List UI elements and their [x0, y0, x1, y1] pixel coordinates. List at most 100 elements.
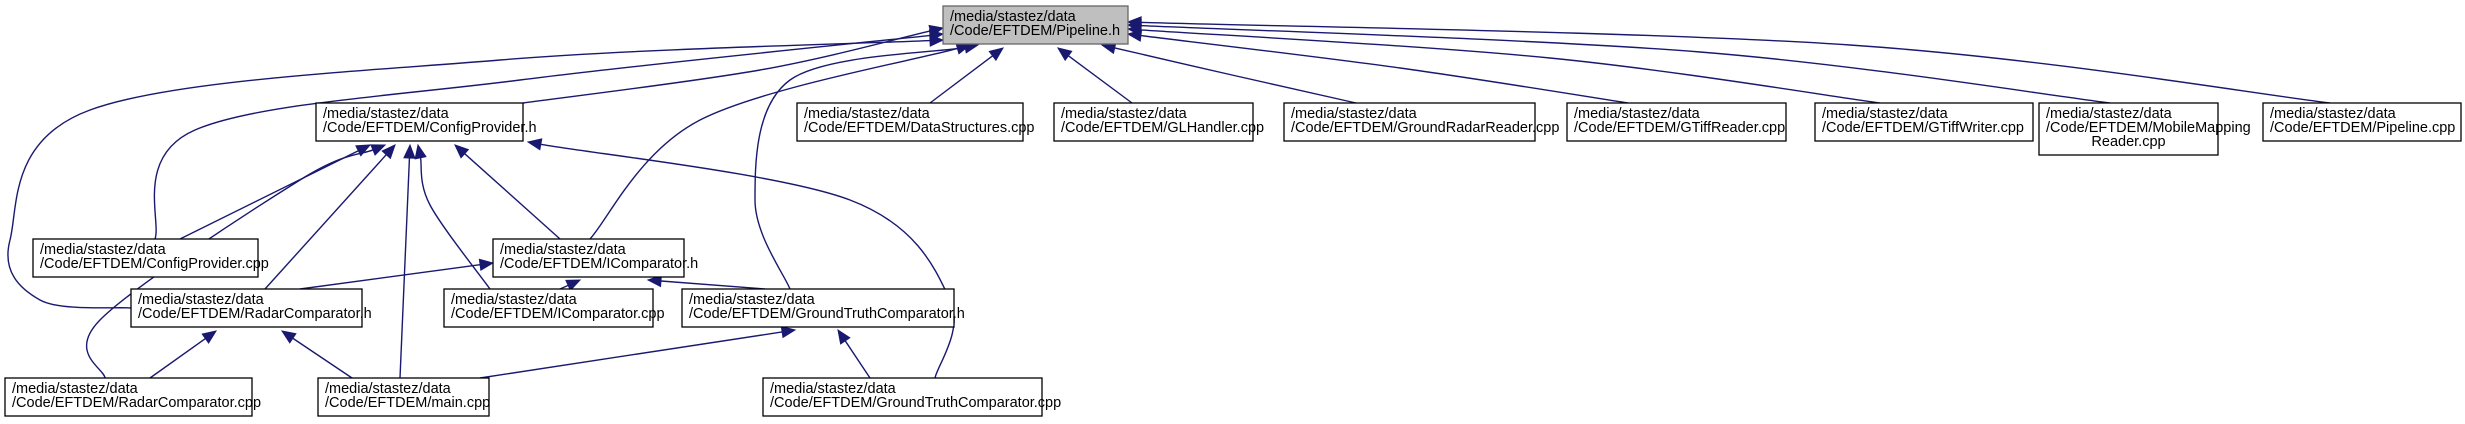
node-label-line: /Code/EFTDEM/GroundTruthComparator.cpp	[770, 395, 1061, 411]
edge-line	[1114, 47, 1357, 104]
node-configprovider_h[interactable]: /media/stastez/data/Code/EFTDEM/ConfigPr…	[315, 102, 537, 142]
node-label-line: /media/stastez/data	[950, 9, 1077, 25]
edge-line	[1140, 24, 2111, 104]
node-label-line: /media/stastez/data	[2270, 106, 2397, 122]
edge-line	[1140, 34, 1629, 104]
edge-groundtruthcomparator_h-to-icomparator_h	[646, 274, 766, 290]
node-label-line: /media/stastez/data	[1822, 106, 1949, 122]
node-box[interactable]	[130, 288, 363, 328]
node-label-line: Reader.cpp	[2091, 134, 2165, 150]
node-box[interactable]	[1053, 102, 1254, 142]
node-label-line: /Code/EFTDEM/MobileMapping	[2046, 120, 2251, 136]
edge-mobilemapping_cpp-to-pipeline_h	[1126, 19, 2111, 104]
node-label-line: /media/stastez/data	[770, 381, 897, 397]
node-box[interactable]	[1814, 102, 2034, 142]
edge-icomparator_h-to-configprovider_h	[454, 144, 561, 240]
edge-radarcomparator_h-to-configprovider_h	[264, 144, 396, 290]
edge-line	[179, 150, 359, 240]
node-radarcomparator_h[interactable]: /media/stastez/data/Code/EFTDEM/RadarCom…	[130, 288, 372, 328]
node-configprovider_cpp[interactable]: /media/stastez/data/Code/EFTDEM/ConfigPr…	[32, 238, 269, 278]
edge-line	[292, 337, 353, 379]
edge-arrowhead	[201, 330, 218, 344]
edge-line	[419, 157, 491, 290]
edge-line	[299, 264, 481, 290]
edge-configprovider_cpp-to-configprovider_h	[179, 144, 372, 240]
node-box[interactable]	[2038, 102, 2219, 156]
node-label-line: /media/stastez/data	[323, 106, 450, 122]
edge-arrowhead	[1056, 47, 1073, 62]
node-box[interactable]	[1566, 102, 1787, 142]
node-box[interactable]	[443, 288, 654, 328]
edge-arrowhead	[403, 143, 416, 159]
node-pipeline_h[interactable]: /media/stastez/data/Code/EFTDEM/Pipeline…	[942, 5, 1129, 45]
edge-icomparator_cpp-to-configprovider_h	[414, 143, 491, 290]
node-label-line: /Code/EFTDEM/RadarComparator.cpp	[12, 395, 261, 411]
edge-line	[464, 153, 561, 240]
edge-arrowhead	[988, 47, 1005, 62]
edge-main_cpp-to-groundtruthcomparator_h	[479, 325, 797, 379]
node-label-line: /Code/EFTDEM/GLHandler.cpp	[1061, 120, 1264, 136]
node-box[interactable]	[1283, 102, 1536, 142]
node-label-line: /Code/EFTDEM/ConfigProvider.h	[323, 120, 537, 136]
node-label-line: /media/stastez/data	[804, 106, 931, 122]
node-icomparator_cpp[interactable]: /media/stastez/data/Code/EFTDEM/ICompara…	[443, 288, 665, 328]
nodes-layer: /media/stastez/data/Code/EFTDEM/Pipeline…	[4, 5, 2462, 417]
node-radarcomparator_cpp[interactable]: /media/stastez/data/Code/EFTDEM/RadarCom…	[4, 377, 261, 417]
edge-line	[844, 340, 871, 379]
node-label-line: /Code/EFTDEM/DataStructures.cpp	[804, 120, 1034, 136]
node-label-line: /Code/EFTDEM/Pipeline.cpp	[2270, 120, 2455, 136]
edge-line	[479, 331, 783, 379]
node-groundradarreader_cpp[interactable]: /media/stastez/data/Code/EFTDEM/GroundRa…	[1283, 102, 1559, 142]
edge-line	[1068, 55, 1133, 104]
node-box[interactable]	[2262, 102, 2462, 142]
edge-gtiffwriter_cpp-to-pipeline_h	[1126, 23, 1881, 104]
node-datastructures_cpp[interactable]: /media/stastez/data/Code/EFTDEM/DataStru…	[796, 102, 1034, 142]
node-box[interactable]	[317, 377, 490, 417]
node-groundtruthcomparator_cpp[interactable]: /media/stastez/data/Code/EFTDEM/GroundTr…	[762, 377, 1061, 417]
node-box[interactable]	[4, 377, 253, 417]
node-box[interactable]	[492, 238, 685, 278]
edge-arrowhead	[355, 144, 372, 157]
node-gtiffreader_cpp[interactable]: /media/stastez/data/Code/EFTDEM/GTiffRea…	[1566, 102, 1787, 142]
node-label-line: /Code/EFTDEM/Pipeline.h	[950, 23, 1120, 39]
edge-line	[660, 280, 766, 290]
node-gtiffwriter_cpp[interactable]: /media/stastez/data/Code/EFTDEM/GTiffWri…	[1814, 102, 2034, 142]
node-label-line: /media/stastez/data	[40, 242, 167, 258]
edge-line	[589, 47, 958, 240]
node-box[interactable]	[681, 288, 955, 328]
edge-arrowhead	[780, 325, 797, 339]
node-box[interactable]	[315, 102, 524, 142]
edge-radarcomparator_h-to-pipeline_h	[7, 34, 945, 309]
node-box[interactable]	[32, 238, 259, 278]
edge-pipeline_cpp-to-pipeline_h	[1126, 16, 2331, 104]
edge-arrowhead	[280, 330, 297, 344]
edge-line	[7, 39, 931, 309]
edge-configprovider_h-to-pipeline_h	[522, 24, 945, 104]
edge-main_cpp-to-configprovider_h	[399, 143, 416, 379]
edge-arrowhead	[929, 34, 945, 47]
edge-line	[149, 337, 206, 379]
edges-layer	[7, 16, 2331, 379]
edge-line	[399, 157, 411, 379]
node-label-line: /Code/EFTDEM/main.cpp	[325, 395, 490, 411]
node-pipeline_cpp[interactable]: /media/stastez/data/Code/EFTDEM/Pipeline…	[2262, 102, 2462, 142]
node-label-line: /Code/EFTDEM/GTiffWriter.cpp	[1822, 120, 2024, 136]
node-label-line: /media/stastez/data	[689, 292, 816, 308]
node-icomparator_h[interactable]: /media/stastez/data/Code/EFTDEM/ICompara…	[492, 238, 698, 278]
edge-arrowhead	[478, 258, 495, 272]
edge-arrowhead	[1126, 16, 1142, 29]
node-box[interactable]	[796, 102, 1024, 142]
node-box[interactable]	[762, 377, 1043, 417]
node-glhandler_cpp[interactable]: /media/stastez/data/Code/EFTDEM/GLHandle…	[1053, 102, 1264, 142]
edge-main_cpp-to-radarcomparator_h	[280, 330, 353, 379]
node-main_cpp[interactable]: /media/stastez/data/Code/EFTDEM/main.cpp	[317, 377, 490, 417]
node-groundtruthcomparator_h[interactable]: /media/stastez/data/Code/EFTDEM/GroundTr…	[681, 288, 965, 328]
node-label-line: /Code/EFTDEM/IComparator.h	[500, 256, 698, 272]
node-label-line: /Code/EFTDEM/RadarComparator.h	[138, 306, 372, 322]
node-label-line: /media/stastez/data	[1574, 106, 1701, 122]
edge-arrowhead	[454, 144, 470, 159]
node-mobilemapping_cpp[interactable]: /media/stastez/data/Code/EFTDEM/MobileMa…	[2038, 102, 2251, 156]
edge-arrowhead	[565, 279, 582, 292]
node-box[interactable]	[942, 5, 1129, 45]
